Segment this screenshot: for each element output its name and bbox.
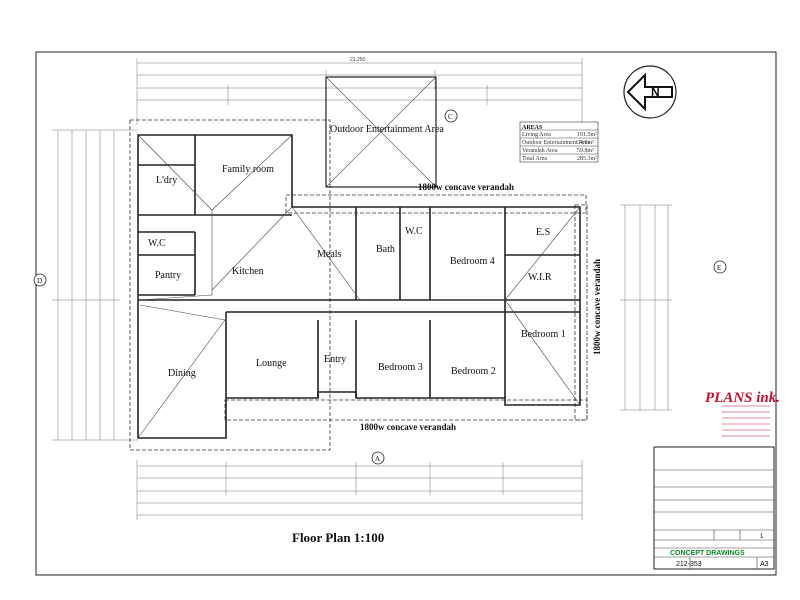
room-label-wc-mid: W.C <box>405 226 423 237</box>
svg-text:N: N <box>651 85 660 99</box>
room-label-bedroom4: Bedroom 4 <box>450 256 495 267</box>
sheet-number: 1 <box>760 534 764 540</box>
room-label-dining: Dining <box>168 368 196 379</box>
verandah-outlines <box>129 119 588 451</box>
room-label-outdoor: Outdoor Entertainment Area <box>330 124 444 135</box>
room-label-pantry: Pantry <box>155 270 181 281</box>
room-label-bedroom2: Bedroom 2 <box>451 366 496 377</box>
sheet-size: A3 <box>760 561 769 568</box>
marker-a: A <box>375 455 380 463</box>
room-label-entry: Entry <box>324 354 346 365</box>
section-markers: C A D E <box>33 109 727 465</box>
room-label-lounge: Lounge <box>256 358 287 369</box>
room-label-wir: W.I.R <box>528 272 552 283</box>
bottom-dimensions <box>136 460 583 520</box>
sheet-border <box>35 51 777 576</box>
area-row-value: 285.3m² <box>577 156 597 162</box>
verandah-label-side: 1800w concave verandah <box>592 259 602 355</box>
logo-text: PLANS ink. <box>705 390 780 406</box>
areas-table: AREAS Living Area 191.5m² Outdoor Entert… <box>519 121 599 163</box>
marker-d: D <box>37 277 42 285</box>
room-label-kitchen: Kitchen <box>232 266 264 277</box>
area-row-label: Total Area <box>522 156 547 162</box>
room-label-bedroom3: Bedroom 3 <box>378 362 423 373</box>
area-row-label: Verandah Area <box>522 148 558 154</box>
outdoor-entertainment-area <box>325 76 437 188</box>
marker-c: C <box>448 113 453 121</box>
overall-width-label: 21,250 <box>350 57 366 63</box>
north-arrow: N <box>623 65 677 119</box>
left-dimensions <box>52 129 138 441</box>
area-row-value: 34.0m² <box>577 140 594 146</box>
verandah-label-bottom: 1800w concave verandah <box>360 422 456 432</box>
room-labels: Outdoor Entertainment Area Family room L… <box>148 124 602 432</box>
room-label-meals: Meals <box>317 249 342 260</box>
right-dimensions <box>620 204 672 411</box>
job-number: 212-353 <box>676 561 702 568</box>
company-logo: PLANS ink. <box>705 390 780 437</box>
stage-label: CONCEPT DRAWINGS <box>670 550 745 557</box>
area-row-label: Outdoor Entertainment Area <box>522 140 591 146</box>
area-row-label: Living Area <box>522 132 551 138</box>
room-label-laundry: L'dry <box>156 175 177 186</box>
marker-e: E <box>717 264 721 272</box>
room-label-wc-left: W.C <box>148 238 166 249</box>
room-label-ens: E.S <box>536 227 550 238</box>
areas-heading: AREAS <box>522 125 543 131</box>
house-walls <box>137 134 581 439</box>
room-label-bedroom1: Bedroom 1 <box>521 329 566 340</box>
roof-hip-lines <box>137 134 581 439</box>
area-row-value: 59.8m² <box>577 148 594 154</box>
title-block: CONCEPT DRAWINGS 212-353 A3 1 <box>653 446 775 570</box>
drawing-title: Floor Plan 1:100 <box>292 530 385 545</box>
top-dimensions: 21,250 <box>136 57 583 125</box>
area-row-value: 191.5m² <box>577 132 597 138</box>
room-label-family: Family room <box>222 164 274 175</box>
room-label-bath: Bath <box>376 244 395 255</box>
verandah-label-top: 1800w concave verandah <box>418 182 514 192</box>
